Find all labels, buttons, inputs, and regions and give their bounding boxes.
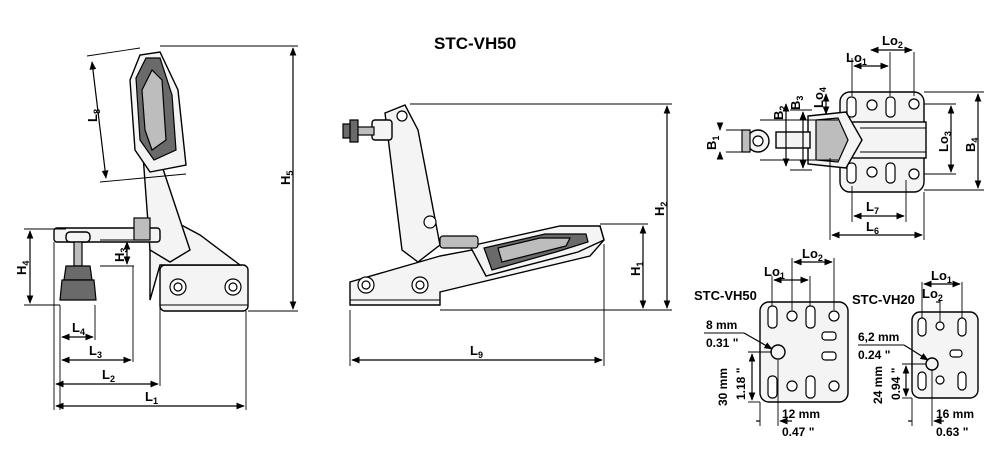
dim-l4-label: L4 xyxy=(72,320,85,337)
dim-l2-label: L2 xyxy=(102,367,115,384)
vh50-v-in: 1.18 " xyxy=(734,368,748,400)
vh20-hole-pattern: STC-VH20 Lo1 Lo2 6,2 mm 0.24 " 24 mm 0.9… xyxy=(852,268,979,439)
side-view-closed: L8 H5 H4 H3 L4 L3 L2 L1 xyxy=(14,45,298,410)
dim-lo4-label: Lo4 xyxy=(811,87,828,108)
vh50-lo2-label: Lo2 xyxy=(802,246,823,263)
dim-h1-label: H1 xyxy=(628,262,645,276)
dim-l1-label: L1 xyxy=(145,389,158,406)
vh20-hole-mm: 6,2 mm xyxy=(858,330,899,344)
dim-b4-label: B4 xyxy=(963,138,980,152)
vh50-lo1-label: Lo1 xyxy=(764,264,785,281)
dim-l6-label: L6 xyxy=(866,219,879,236)
dim-lo2-label: Lo2 xyxy=(882,33,903,50)
vh20-lo1-label: Lo1 xyxy=(931,268,952,285)
dim-l8-label: L8 xyxy=(85,109,102,122)
vh50-hole-mm: 8 mm xyxy=(706,318,737,332)
vh20-lo2-label: Lo2 xyxy=(922,286,943,303)
vh20-h-in: 0.63 " xyxy=(936,425,968,439)
vh50-h-in: 0.47 " xyxy=(782,425,814,439)
dim-h5-label: H5 xyxy=(278,171,295,185)
top-view: Lo1 Lo2 Lo4 B2 B3 B1 Lo3 B4 L7 L6 xyxy=(704,33,984,240)
vh50-h-mm: 12 mm xyxy=(782,407,820,421)
vh50-v-mm: 30 mm xyxy=(716,368,730,406)
drawing-title: STC-VH50 xyxy=(434,34,516,53)
dim-l9-label: L9 xyxy=(470,343,483,360)
dim-l3-label: L3 xyxy=(89,343,102,360)
dim-h2-label: H2 xyxy=(652,202,669,216)
vh20-v-in: 0.94 " xyxy=(889,368,903,400)
vh50-hole-pattern: STC-VH50 Lo1 Lo2 8 mm 0.31 " 30 mm 1.18 … xyxy=(694,246,849,439)
dim-b1-label: B1 xyxy=(704,136,721,150)
vh50-hole-in: 0.31 " xyxy=(706,336,738,350)
dim-b3-label: B3 xyxy=(788,96,805,110)
dim-b2-label: B2 xyxy=(771,106,788,120)
dim-lo3-label: Lo3 xyxy=(936,131,953,152)
dim-l7-label: L7 xyxy=(866,199,879,216)
vh20-hole-in: 0.24 " xyxy=(858,348,890,362)
vh20-v-mm: 24 mm xyxy=(871,366,885,404)
vh50-label: STC-VH50 xyxy=(694,288,757,303)
vh20-label: STC-VH20 xyxy=(852,292,915,307)
dim-h3-label: H3 xyxy=(112,248,129,262)
vh20-h-mm: 16 mm xyxy=(936,407,974,421)
side-view-open: H2 H1 L9 xyxy=(342,103,672,366)
dim-lo1-label: Lo1 xyxy=(846,50,867,67)
dim-h4-label: H4 xyxy=(14,261,31,275)
